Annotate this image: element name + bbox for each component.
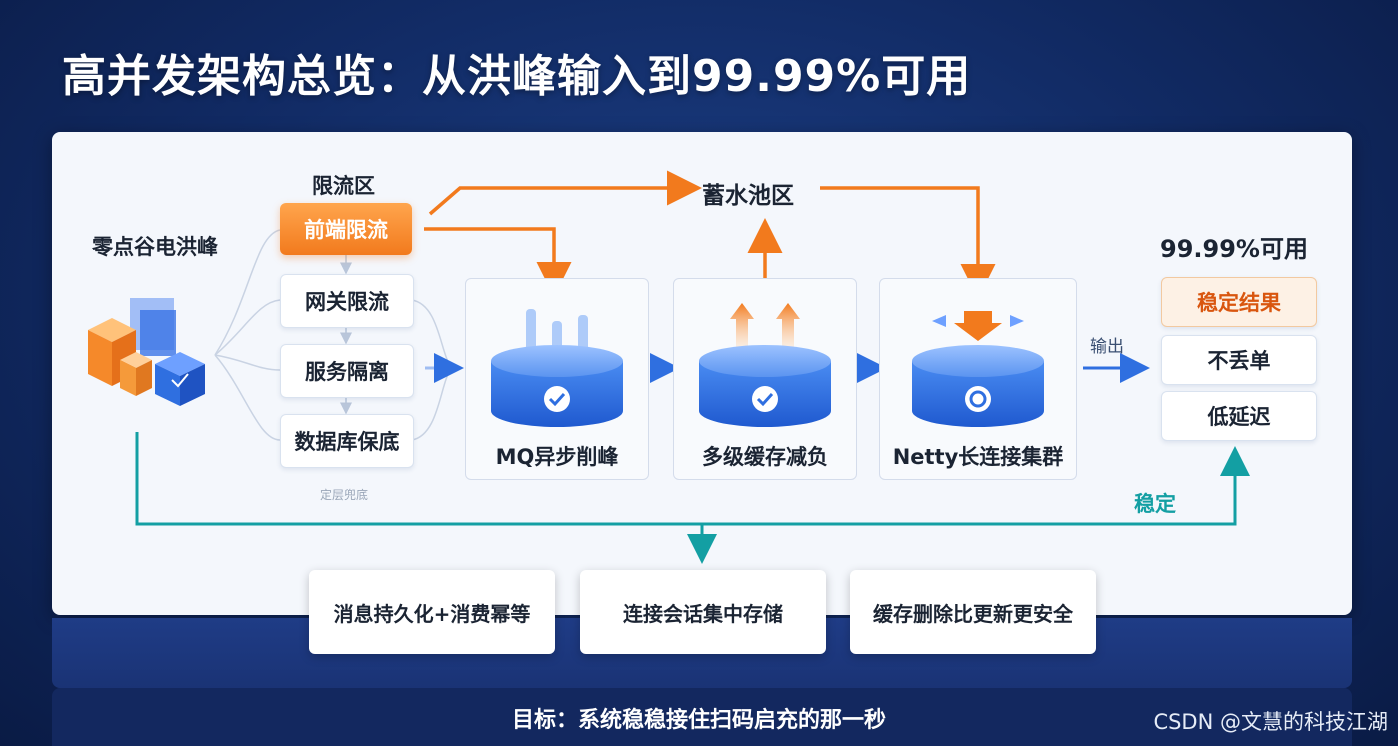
feedback-loop [135, 432, 1250, 564]
converge-lines [411, 299, 453, 441]
stage-mq-label: MQ异步削峰 [495, 445, 619, 469]
goal-bar [52, 688, 1352, 746]
reservoir-zone-label: 蓄水池区 [702, 183, 794, 209]
reservoir-flows [424, 170, 996, 299]
no-lost-orders-box: 不丢单 [1161, 335, 1317, 385]
cube-cluster-icon [88, 298, 205, 406]
netty-cylinder-icon [912, 311, 1044, 427]
page-title: 高并发架构总览：从洪峰输入到99.99%可用 [62, 51, 972, 102]
stage-cache: 多级缓存减负 [673, 278, 857, 480]
output-arrow-label: 输出 [1090, 337, 1124, 357]
low-latency-box: 低延迟 [1161, 391, 1317, 441]
gateway-rate-limit-box: 网关限流 [280, 274, 414, 328]
feature-message-persistence: 消息持久化+消费幂等 [309, 570, 555, 654]
database-fallback-box: 数据库保底 [280, 414, 414, 468]
rate-limit-zone-label: 限流区 [312, 174, 375, 198]
frontend-rate-limit-box: 前端限流 [280, 203, 412, 255]
stage-mq: MQ异步削峰 [465, 278, 649, 480]
service-isolation-box: 服务隔离 [280, 344, 414, 398]
stage-netty: Netty长连接集群 [879, 278, 1077, 480]
source-label: 零点谷电洪峰 [92, 235, 218, 259]
stage-cache-label: 多级缓存减负 [702, 445, 828, 469]
watermark: CSDN @文慧的科技江湖 [1153, 710, 1388, 734]
mq-cylinder-icon [491, 309, 623, 427]
stable-result-box: 稳定结果 [1161, 277, 1317, 327]
stage-netty-label: Netty长连接集群 [892, 445, 1064, 469]
goal-text: 目标：系统稳稳接住扫码启充的那一秒 [511, 708, 886, 733]
availability-title: 99.99%可用 [1160, 235, 1308, 263]
feature-session-storage: 连接会话集中存储 [580, 570, 826, 654]
source-fan-lines [214, 229, 281, 441]
cache-cylinder-icon [699, 303, 831, 427]
faded-note: 定层兜底 [320, 488, 369, 502]
feedback-label: 稳定 [1134, 492, 1176, 516]
feature-cache-deletion: 缓存删除比更新更安全 [850, 570, 1096, 654]
